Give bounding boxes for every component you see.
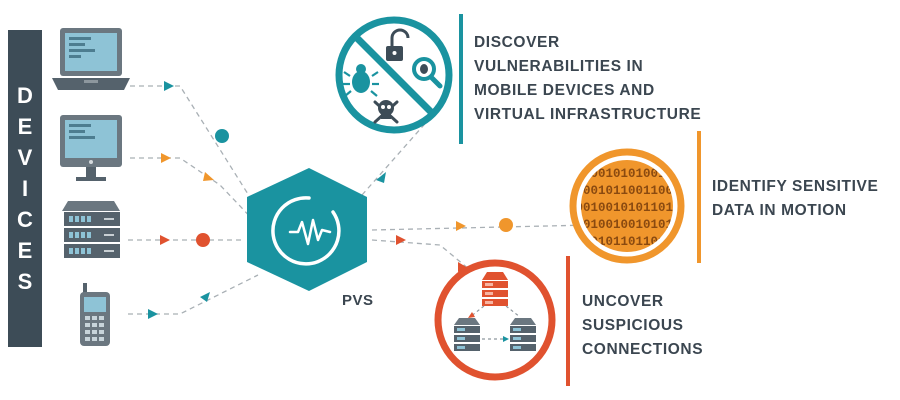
server-icon bbox=[62, 201, 120, 258]
skull-crossbones-icon bbox=[373, 100, 399, 124]
devices-letter: C bbox=[17, 207, 33, 232]
devices-letter: V bbox=[17, 145, 33, 170]
connector-discover bbox=[361, 117, 431, 196]
devices-letter: D bbox=[17, 83, 33, 108]
arrow-marker-teal bbox=[164, 81, 174, 91]
pvs-label: PVS bbox=[342, 292, 374, 309]
uncover-accent-bar bbox=[566, 256, 570, 386]
mobile-phone-icon bbox=[80, 283, 110, 346]
binary-line: 100100101011010 bbox=[568, 201, 681, 215]
connector-desktop bbox=[130, 157, 259, 226]
laptop-icon bbox=[52, 28, 130, 90]
connector-markers bbox=[148, 81, 513, 319]
desktop-icon bbox=[60, 115, 122, 181]
server-network-icon bbox=[434, 259, 556, 381]
magnifier-bug-icon bbox=[412, 57, 443, 89]
connectors bbox=[128, 85, 591, 315]
dot-marker-teal bbox=[215, 129, 229, 143]
binary-data-icon: 011001010100101 010010110011000 10010010… bbox=[568, 148, 685, 264]
binary-line: 010010110011000 bbox=[568, 184, 681, 198]
devices-sidebar: D E V I C E S bbox=[8, 30, 42, 347]
identify-label: IDENTIFY SENSITIVE DATA IN MOTION bbox=[712, 178, 879, 219]
arrow-marker-teal bbox=[376, 172, 386, 183]
pvs-hub bbox=[247, 168, 367, 291]
devices-letter: I bbox=[21, 176, 29, 201]
devices-letter: E bbox=[17, 114, 33, 139]
identify-accent-bar bbox=[697, 131, 701, 263]
connector-laptop bbox=[130, 85, 259, 211]
connector-phone bbox=[128, 274, 259, 315]
arrow-marker-orange bbox=[161, 153, 171, 163]
dot-marker-red bbox=[196, 233, 210, 247]
binary-line: 011001010100101 bbox=[568, 167, 681, 181]
heartbeat-icon bbox=[271, 196, 341, 266]
discover-label: DISCOVER VULNERABILITIES IN MOBILE DEVIC… bbox=[474, 34, 702, 123]
arrow-marker-teal bbox=[148, 309, 158, 319]
pvs-hexagon bbox=[247, 168, 367, 291]
unlocked-padlock-icon bbox=[386, 28, 410, 61]
bug-icon bbox=[343, 64, 379, 97]
no-sign-icon bbox=[335, 16, 453, 134]
arrow-marker-orange bbox=[203, 172, 214, 181]
arrow-marker-orange bbox=[456, 221, 466, 231]
arrow-marker-red bbox=[396, 235, 406, 245]
connector-identify bbox=[371, 224, 591, 231]
connector-uncover bbox=[371, 239, 471, 271]
devices-letter: S bbox=[17, 269, 33, 294]
arrow-marker-teal bbox=[200, 292, 210, 302]
devices-letter: E bbox=[17, 238, 33, 263]
devices-label: D E V I C E S bbox=[8, 30, 42, 347]
binary-line: 011010110110100 bbox=[568, 235, 681, 249]
arrow-marker-red bbox=[458, 262, 468, 272]
discover-accent-bar bbox=[459, 14, 463, 144]
dot-marker-orange bbox=[499, 218, 513, 232]
uncover-label: UNCOVER SUSPICIOUS CONNECTIONS bbox=[582, 293, 704, 358]
arrow-marker-red bbox=[160, 235, 170, 245]
binary-line: 100100100101011 bbox=[568, 218, 681, 232]
